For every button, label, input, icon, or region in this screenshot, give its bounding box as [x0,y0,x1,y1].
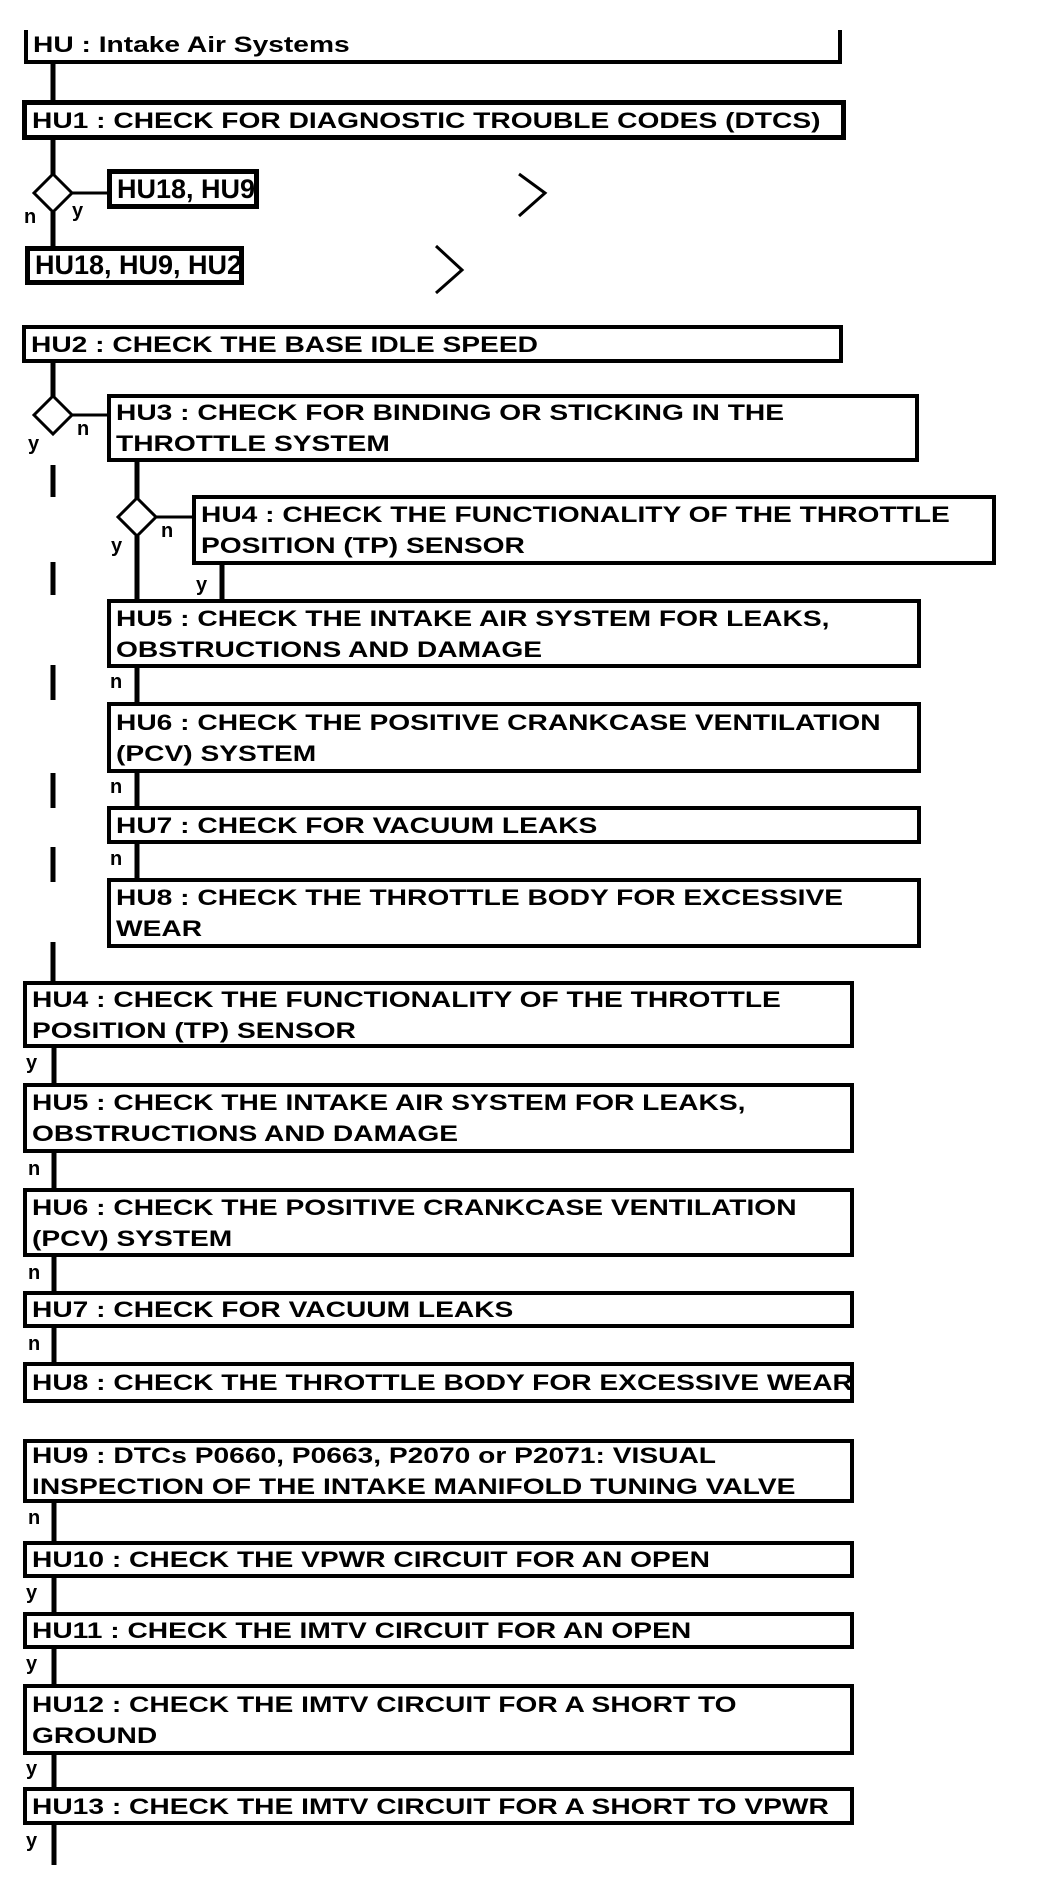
node-label: HU2 : CHECK THE BASE IDLE SPEED [31,331,538,357]
node-label: HU10 : CHECK THE VPWR CIRCUIT FOR AN OPE… [32,1547,710,1572]
node-label: POSITION (TP) SENSOR [32,1017,356,1043]
node-hu8-lower[interactable]: HU8 : CHECK THE THROTTLE BODY FOR EXCESS… [23,1362,854,1403]
branch-label-y: y [196,574,208,596]
node-label: HU13 : CHECK THE IMTV CIRCUIT FOR A SHOR… [32,1793,829,1819]
branch-label-n: n [110,671,123,693]
branch-label-n: n [24,206,37,228]
node-hu-title: HU : Intake Air Systems [24,30,842,64]
node-label: HU3 : CHECK FOR BINDING OR STICKING IN T… [116,400,785,425]
node-label: HU5 : CHECK THE INTAKE AIR SYSTEM FOR LE… [116,605,830,631]
node-label: HU4 : CHECK THE FUNCTIONALITY OF THE THR… [201,502,950,527]
node-hu2[interactable]: HU2 : CHECK THE BASE IDLE SPEED [22,325,843,363]
node-label: HU6 : CHECK THE POSITIVE CRANKCASE VENTI… [116,709,881,735]
node-label: POSITION (TP) SENSOR [201,533,525,558]
decision-diamond-2 [31,393,75,437]
branch-label-y: y [26,1830,38,1852]
node-label: HU18, HU9 [117,173,256,204]
chevron-right-icon[interactable] [518,172,548,218]
branch-label-n: n [28,1262,41,1284]
node-label: HU8 : CHECK THE THROTTLE BODY FOR EXCESS… [32,1370,853,1395]
node-label: HU5 : CHECK THE INTAKE AIR SYSTEM FOR LE… [32,1090,746,1115]
node-hu9[interactable]: HU9 : DTCs P0660, P0663, P2070 or P2071:… [23,1439,854,1503]
node-hu5-upper[interactable]: HU5 : CHECK THE INTAKE AIR SYSTEM FOR LE… [107,599,921,668]
branch-label-n: n [28,1158,41,1180]
branch-label-y: y [72,200,84,222]
node-hu6-lower[interactable]: HU6 : CHECK THE POSITIVE CRANKCASE VENTI… [23,1188,854,1257]
branch-label-y: y [26,1653,38,1675]
node-label: OBSTRUCTIONS AND DAMAGE [32,1121,459,1146]
node-hu10[interactable]: HU10 : CHECK THE VPWR CIRCUIT FOR AN OPE… [23,1541,854,1578]
node-hu6-upper[interactable]: HU6 : CHECK THE POSITIVE CRANKCASE VENTI… [107,702,921,773]
node-label: HU8 : CHECK THE THROTTLE BODY FOR EXCESS… [116,885,844,910]
node-label: OBSTRUCTIONS AND DAMAGE [116,636,543,662]
node-hu4-upper[interactable]: HU4 : CHECK THE FUNCTIONALITY OF THE THR… [192,495,996,565]
node-hu13[interactable]: HU13 : CHECK THE IMTV CIRCUIT FOR A SHOR… [23,1787,854,1825]
node-hu7-upper[interactable]: HU7 : CHECK FOR VACUUM LEAKS [107,806,921,844]
ref-hu18-hu9-hu2[interactable]: HU18, HU9, HU2 [25,246,244,285]
node-hu5-lower[interactable]: HU5 : CHECK THE INTAKE AIR SYSTEM FOR LE… [23,1083,854,1153]
node-label: HU6 : CHECK THE POSITIVE CRANKCASE VENTI… [32,1194,797,1220]
node-label: GROUND [32,1722,158,1748]
node-label: HU7 : CHECK FOR VACUUM LEAKS [116,812,598,838]
node-label: WEAR [116,916,203,941]
node-hu4-lower[interactable]: HU4 : CHECK THE FUNCTIONALITY OF THE THR… [23,981,854,1048]
node-label: HU18, HU9, HU2 [35,250,243,280]
branch-label-y: y [26,1758,38,1780]
node-hu8-upper[interactable]: HU8 : CHECK THE THROTTLE BODY FOR EXCESS… [107,878,921,948]
node-label: THROTTLE SYSTEM [116,431,390,456]
branch-label-y: y [26,1582,38,1604]
branch-label-y: y [111,535,123,557]
chevron-right-icon[interactable] [434,244,465,295]
node-hu3[interactable]: HU3 : CHECK FOR BINDING OR STICKING IN T… [107,394,919,462]
node-label: HU12 : CHECK THE IMTV CIRCUIT FOR A SHOR… [32,1691,737,1717]
node-label: HU11 : CHECK THE IMTV CIRCUIT FOR AN OPE… [32,1618,692,1643]
branch-label-n: n [28,1507,41,1529]
branch-label-n: n [110,776,123,798]
ref-hu18-hu9[interactable]: HU18, HU9 [107,169,259,209]
node-label: HU1 : CHECK FOR DIAGNOSTIC TROUBLE CODES… [32,107,821,133]
node-label: HU9 : DTCs P0660, P0663, P2070 or P2071:… [32,1443,716,1468]
node-label: INSPECTION OF THE INTAKE MANIFOLD TUNING… [32,1474,796,1499]
node-label: HU7 : CHECK FOR VACUUM LEAKS [32,1297,514,1322]
decision-diamond-1 [31,171,75,215]
branch-label-n: n [28,1333,41,1355]
branch-label-n: n [110,848,123,870]
branch-label-y: y [26,1052,38,1074]
branch-label-n: n [161,520,174,542]
decision-diamond-3 [115,495,159,539]
node-hu7-lower[interactable]: HU7 : CHECK FOR VACUUM LEAKS [23,1291,854,1328]
node-hu1[interactable]: HU1 : CHECK FOR DIAGNOSTIC TROUBLE CODES… [22,100,846,140]
node-hu12[interactable]: HU12 : CHECK THE IMTV CIRCUIT FOR A SHOR… [23,1684,854,1755]
branch-label-y: y [28,433,40,455]
node-label: (PCV) SYSTEM [116,740,317,766]
node-label: (PCV) SYSTEM [32,1225,233,1251]
branch-label-n: n [77,418,90,440]
node-hu11[interactable]: HU11 : CHECK THE IMTV CIRCUIT FOR AN OPE… [23,1612,854,1649]
node-label: HU : Intake Air Systems [33,32,350,57]
node-label: HU4 : CHECK THE FUNCTIONALITY OF THE THR… [32,986,781,1012]
